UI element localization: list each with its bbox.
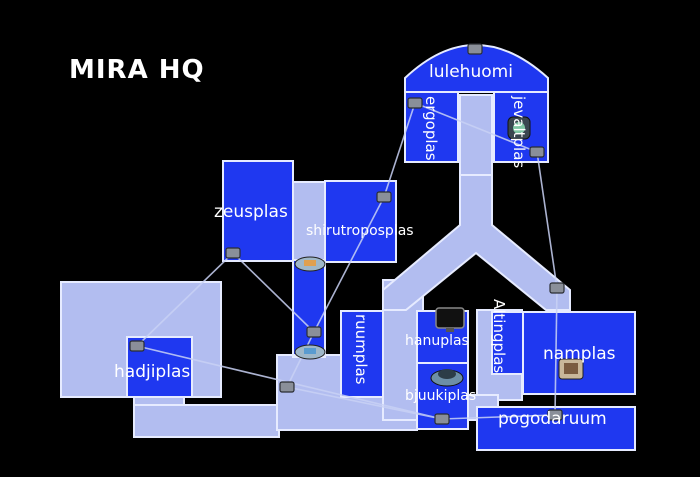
room-label-shirutroposplas: shirutroposplas — [306, 223, 414, 239]
vents — [129, 43, 565, 425]
vent-icon[interactable] — [407, 97, 423, 109]
room-label-pogodaruum: pogodaruum — [498, 409, 607, 429]
room-label-hadjiplas: hadjiplas — [114, 362, 191, 382]
vent-icon[interactable] — [376, 191, 392, 203]
room-label-namplas: namplas — [543, 344, 616, 364]
room-label-hanuplas: hanuplas — [405, 333, 469, 349]
vent-icon[interactable] — [547, 409, 563, 421]
vent-icon[interactable] — [434, 413, 450, 425]
decontam-icon[interactable] — [294, 256, 326, 272]
room-label-ruumplas: ruumplas — [352, 314, 370, 385]
vent-icon[interactable] — [306, 326, 322, 338]
map-title: MIRA HQ — [69, 55, 205, 85]
room-label-bjuukiplas: bjuukiplas — [405, 388, 477, 404]
vent-icon[interactable] — [129, 340, 145, 352]
vent-icon[interactable] — [467, 43, 483, 55]
reactor-icon[interactable] — [430, 369, 464, 387]
admin-terminal-icon[interactable] — [558, 358, 584, 380]
oxygen-icon[interactable] — [507, 116, 531, 140]
vent-icon[interactable] — [279, 381, 295, 393]
room-label-altingplas: Altingplas — [490, 299, 508, 374]
vent-icon[interactable] — [225, 247, 241, 259]
room-label-lulehuomi: lulehuomi — [429, 62, 513, 82]
camera-icon[interactable] — [435, 307, 465, 332]
vent-icon[interactable] — [549, 282, 565, 294]
decontam-icon[interactable] — [294, 344, 326, 360]
room-label-zeusplas: zeusplas — [214, 202, 288, 222]
room-label-jevaltplas: jevaltplas — [510, 96, 528, 169]
vent-icon[interactable] — [529, 146, 545, 158]
room-label-ergoplas: ergoplas — [422, 96, 440, 161]
rooms — [126, 44, 636, 451]
